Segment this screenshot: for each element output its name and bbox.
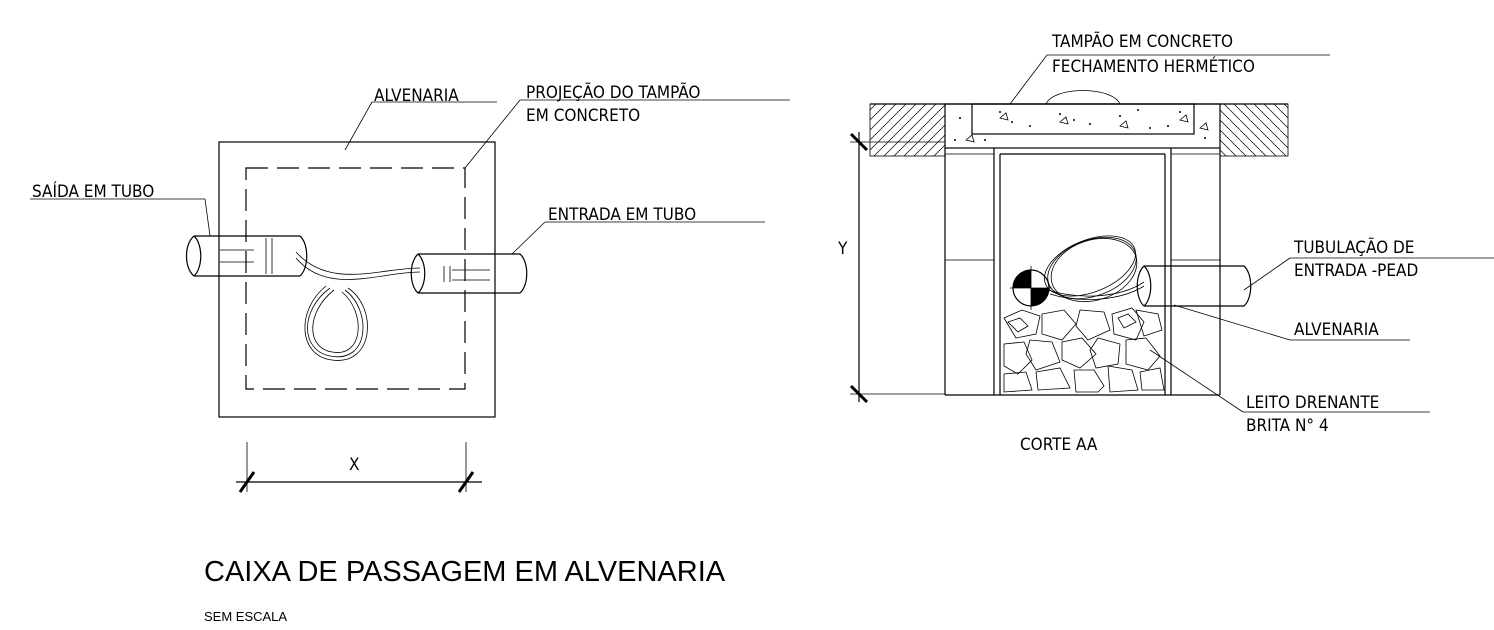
section-leaders <box>1009 54 1494 413</box>
drawing-title: CAIXA DE PASSAGEM EM ALVENARIA <box>204 556 726 588</box>
plan-label-alvenaria: ALVENARIA <box>374 86 459 106</box>
dimension-x-label: X <box>349 455 359 475</box>
section-walls <box>944 148 1221 396</box>
plan-leaders <box>30 99 790 255</box>
section-label-leito-1: LEITO DRENANTE <box>1246 393 1379 413</box>
dimension-y-label: Y <box>837 239 848 259</box>
plan-label-entrada: ENTRADA EM TUBO <box>548 205 696 225</box>
section-label-alvenaria: ALVENARIA <box>1294 320 1379 340</box>
section-label-tampao-2: FECHAMENTO HERMÉTICO <box>1052 55 1255 77</box>
plan-label-projecao-1: PROJEÇÃO DO TAMPÃO <box>526 81 700 103</box>
section-name-label: CORTE AA <box>1020 435 1098 455</box>
section-inlet-pipe <box>1136 265 1252 307</box>
section-label-tubulacao-1: TUBULAÇÃO DE <box>1293 236 1414 258</box>
plan-lid-projection <box>245 167 466 390</box>
plan-label-saida: SAÍDA EM TUBO <box>32 180 154 202</box>
plan-view: X ALVENARIA PROJEÇÃO DO TAMPÃO EM CONCRE… <box>30 81 790 493</box>
plan-cable-loop <box>295 251 421 361</box>
scale-note: SEM ESCALA <box>204 609 288 624</box>
section-label-tubulacao-2: ENTRADA -PEAD <box>1294 261 1418 281</box>
plan-outer-wall <box>218 141 496 418</box>
gravel-bed <box>1003 307 1165 393</box>
plan-outlet-pipe <box>185 235 308 277</box>
plan-dimension-x: X <box>236 442 482 493</box>
plan-label-projecao-2: EM CONCRETO <box>526 106 640 126</box>
soil-right <box>1219 103 1289 157</box>
section-outlet-pipe-end <box>1010 266 1052 310</box>
plan-inlet-pipe <box>410 253 528 294</box>
section-label-tampao-1: TAMPÃO EM CONCRETO <box>1051 30 1233 52</box>
soil-left <box>869 103 946 157</box>
section-view: Y TAMPÃO EM CONCRETO FECHAMENTO HERMÉTIC… <box>837 30 1494 455</box>
concrete-lid <box>944 90 1221 149</box>
section-dimension-y: Y <box>837 132 945 404</box>
section-label-leito-2: BRITA N° 4 <box>1246 416 1329 436</box>
section-cable-coil <box>1044 235 1145 303</box>
